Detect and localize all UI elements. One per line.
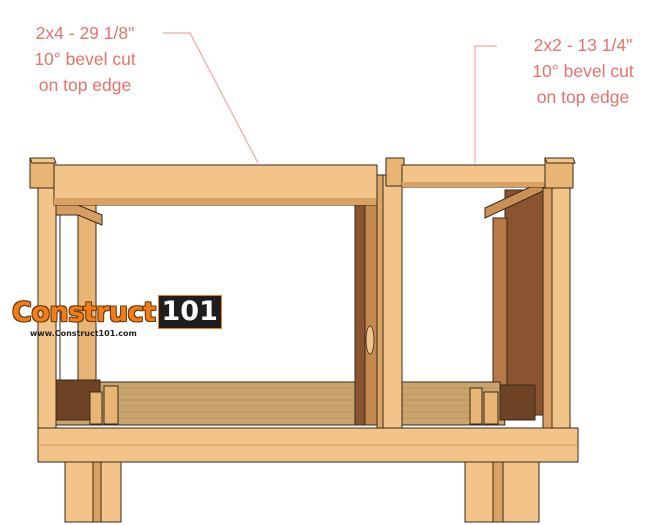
callout-right-line1: 2x2 - 13 1/4"	[533, 35, 633, 55]
center-stud-knot	[365, 325, 375, 355]
left-post-cap-top	[29, 157, 57, 164]
floor-block-4	[483, 391, 499, 425]
callout-left-line2: 10° bevel cut	[34, 49, 136, 69]
center-post-cap	[385, 157, 405, 187]
right-front-post-inner	[542, 187, 553, 429]
callout-leader-left	[163, 32, 259, 164]
callout-right-line3: on top edge	[536, 87, 630, 107]
legs-right	[464, 461, 540, 523]
right-post-cap-top	[544, 157, 576, 164]
logo-url: www.Construct101.com	[30, 329, 137, 338]
logo-word: Construct	[12, 296, 156, 328]
callout-right-line2: 10° bevel cut	[532, 61, 634, 81]
floor-block-3	[469, 387, 483, 425]
callout-2x4-header: 2x4 - 29 1/8" 10° bevel cut on top edge	[10, 20, 160, 98]
right-header-shadow	[402, 182, 550, 187]
floor-block-1	[89, 391, 103, 425]
front-header-shadow	[54, 198, 377, 205]
floor-block-2	[103, 385, 119, 425]
callout-left-line1: 2x4 - 29 1/8"	[35, 23, 135, 43]
back-wall-right	[504, 189, 546, 416]
logo-number: 101	[157, 295, 222, 329]
legs-left	[64, 461, 122, 523]
right-front-post	[549, 179, 571, 431]
callout-leader-right	[474, 45, 497, 163]
callout-2x2-header: 2x2 - 13 1/4" 10° bevel cut on top edge	[508, 32, 658, 110]
floor-joist-right	[499, 384, 536, 421]
callout-left-line3: on top edge	[38, 75, 132, 95]
center-back-stud-face	[364, 204, 378, 426]
center-front-post-side	[376, 174, 384, 429]
